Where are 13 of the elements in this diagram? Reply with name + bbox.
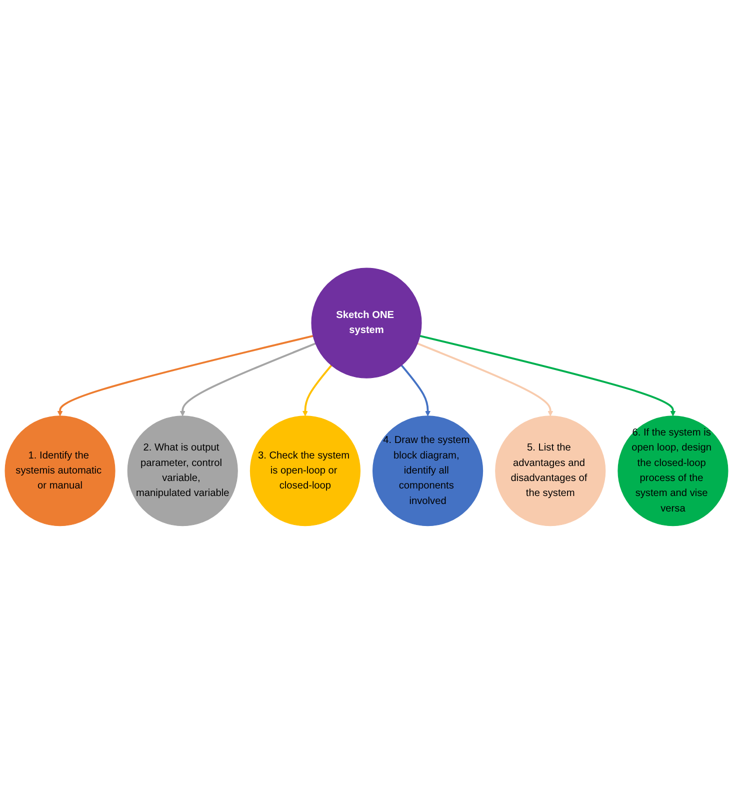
arrow: [57, 335, 314, 416]
node-circle: Sketch ONE system: [311, 268, 422, 378]
node-circle: 2. What is output parameter, control variable, manipulated variable: [127, 416, 238, 526]
node-circle: 4. Draw the system block diagram, identify all components involved: [372, 416, 484, 526]
arrow: [417, 342, 554, 416]
arrow: [180, 342, 316, 416]
arrow: [302, 364, 332, 416]
arrow: [420, 335, 676, 416]
node-circle: 3. Check the system is open-loop or closed-loop: [250, 416, 360, 526]
arrow: [400, 364, 431, 416]
node-circle: 5. List the advantages and disadvantages of the system: [495, 416, 606, 526]
node-circle: 1. Identify the systemis automatic or manual: [4, 416, 116, 526]
node-circle: 6. If the system is open loop, design the closed-loop process of the system and vise versa: [618, 416, 728, 526]
